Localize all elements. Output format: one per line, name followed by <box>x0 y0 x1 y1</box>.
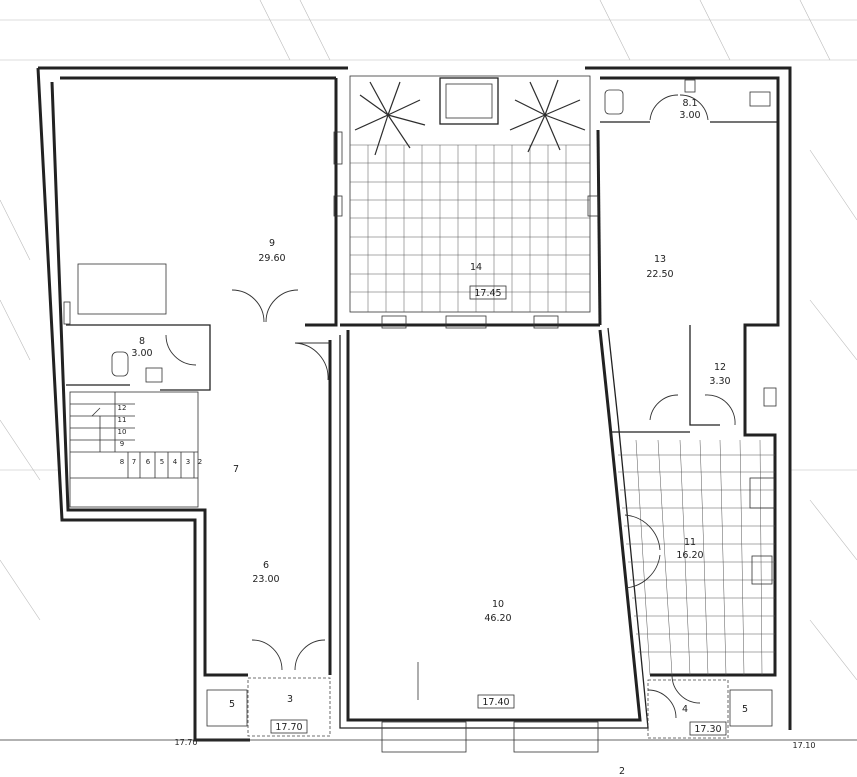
room-14-label: 14 <box>470 262 482 273</box>
svg-text:29.60: 29.60 <box>258 253 285 264</box>
svg-text:3.00: 3.00 <box>131 348 152 359</box>
level-outside-right: 17.10 <box>793 741 816 750</box>
fixtures <box>77 79 777 585</box>
room-9-label: 9 29.60 <box>258 238 285 264</box>
room-5-left-label: 5 <box>229 699 235 710</box>
svg-text:3.30: 3.30 <box>709 376 730 387</box>
stair-step-12: 12 <box>118 404 127 412</box>
svg-text:17.40: 17.40 <box>482 697 509 708</box>
palm-plant-right <box>509 79 586 153</box>
room-8-label: 8 3.00 <box>131 336 152 359</box>
svg-text:3.00: 3.00 <box>679 110 700 121</box>
svg-text:17.45: 17.45 <box>474 288 501 299</box>
level-outside-left: 17.70 <box>175 738 198 747</box>
stair-step-11: 11 <box>118 416 127 424</box>
stair-step-6: 6 <box>146 458 151 466</box>
level-courtyard: 17.45 <box>469 285 507 300</box>
svg-text:7: 7 <box>233 464 239 475</box>
stair-step-8: 8 <box>120 458 124 466</box>
stair-step-4: 4 <box>173 458 178 466</box>
svg-text:10: 10 <box>492 599 504 610</box>
svg-text:16.20: 16.20 <box>676 550 703 561</box>
svg-text:17.70: 17.70 <box>275 722 302 733</box>
level-hall: 17.40 <box>477 694 515 709</box>
svg-text:22.50: 22.50 <box>646 269 673 280</box>
room-6-label: 6 23.00 <box>252 560 279 585</box>
svg-text:9: 9 <box>269 238 275 249</box>
level-entry-right: 17.30 <box>689 721 727 736</box>
stair-step-2: 2 <box>198 458 202 466</box>
svg-text:46.20: 46.20 <box>484 613 511 624</box>
svg-text:11: 11 <box>684 537 696 548</box>
palm-plant-left <box>354 81 426 156</box>
room-13-label: 13 22.50 <box>646 254 673 280</box>
svg-text:14: 14 <box>470 262 482 273</box>
svg-text:12: 12 <box>714 362 726 373</box>
stair-step-9: 9 <box>120 440 124 448</box>
stair-step-5: 5 <box>160 458 164 466</box>
outer-walls <box>36 66 792 742</box>
kitchen-tiles <box>618 439 775 676</box>
room-2-label: 2 <box>619 766 625 777</box>
svg-text:8: 8 <box>139 336 145 347</box>
room-4-label: 4 <box>682 704 688 715</box>
stair-step-7: 7 <box>132 458 136 466</box>
room-12-label: 12 3.30 <box>709 362 730 387</box>
room-11-label: 11 16.20 <box>676 537 703 561</box>
level-entry-left: 17.70 <box>270 719 308 734</box>
stair-step-3: 3 <box>186 458 190 466</box>
svg-text:23.00: 23.00 <box>252 574 279 585</box>
room-7-label: 7 <box>233 464 239 475</box>
room-3-label: 3 <box>287 694 293 705</box>
svg-text:6: 6 <box>263 560 269 571</box>
svg-text:17.30: 17.30 <box>694 724 721 735</box>
svg-text:13: 13 <box>654 254 666 265</box>
stair-step-numbers: 12 11 10 9 8 7 6 5 4 3 2 <box>118 404 203 466</box>
room-10-label: 10 46.20 <box>484 599 511 624</box>
stair-step-10: 10 <box>118 428 127 436</box>
room-5-right-label: 5 <box>742 704 748 715</box>
svg-text:8.1: 8.1 <box>682 98 697 109</box>
windows <box>63 131 773 753</box>
doors <box>165 94 736 719</box>
staircase <box>69 391 199 508</box>
neighbour-hatching <box>0 0 857 681</box>
room-8-1-label: 8.1 3.00 <box>679 98 700 121</box>
